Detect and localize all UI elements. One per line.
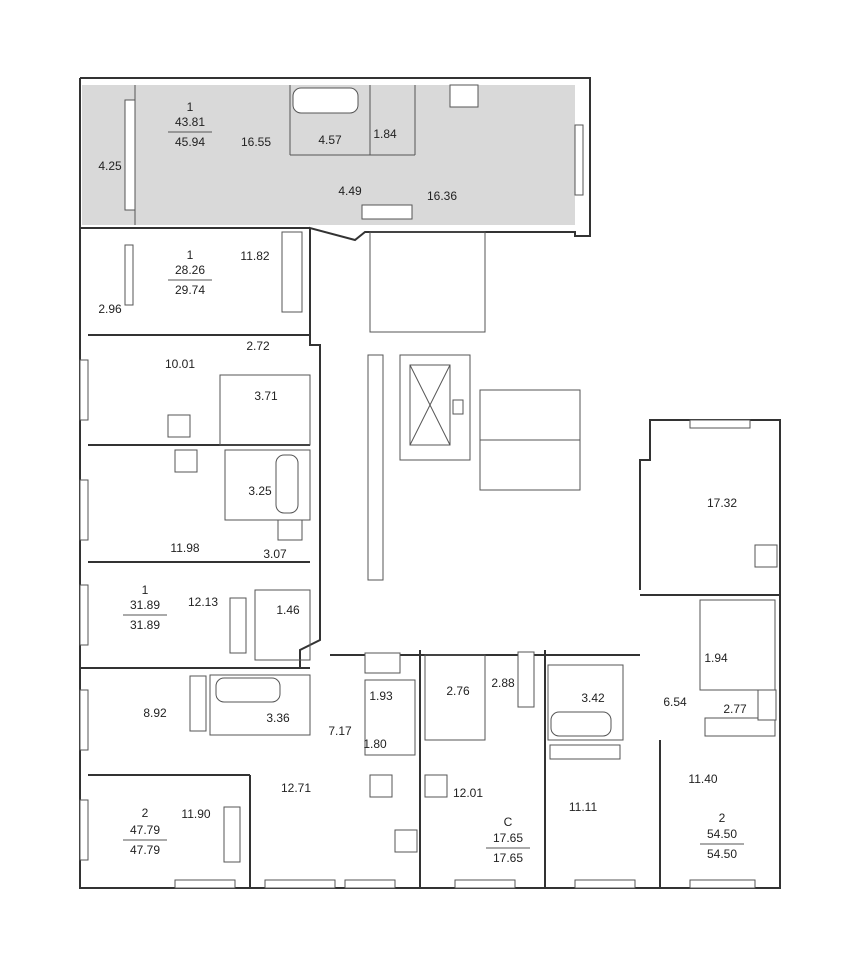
bathroom-wall [224, 449, 311, 521]
bathroom-wall [209, 674, 311, 736]
apartment-area-total: 47.79 [130, 843, 160, 857]
room-area-label: 11.40 [688, 772, 717, 786]
apartment-area-living: 47.79 [130, 823, 160, 837]
room-area-label: 17.32 [707, 496, 737, 510]
apartment-area-living: 17.65 [493, 831, 523, 845]
apartment-area-living: 54.50 [707, 827, 737, 841]
room-area-label: 1.46 [276, 603, 300, 617]
room-area-labels: 4.25 16.55 4.57 1.84 4.49 16.36 11.82 2.… [98, 127, 747, 821]
apartment-rooms: С [504, 815, 513, 829]
radiator-icon [189, 204, 777, 863]
apartment-rooms: 2 [142, 806, 149, 820]
room-area-label: 8.92 [143, 706, 167, 720]
apartment-label-1: 1 43.81 45.94 [168, 100, 212, 149]
room-area-label: 3.25 [248, 484, 272, 498]
bathroom-wall [219, 374, 311, 446]
bathroom-wall [547, 664, 624, 741]
room-area-label: 12.71 [281, 781, 311, 795]
room-area-label: 1.94 [704, 651, 728, 665]
room-area-label: 2.76 [446, 684, 470, 698]
bathroom-wall [364, 679, 416, 756]
apartment-area-total: 31.89 [130, 618, 160, 632]
apartment-rooms: 1 [187, 248, 194, 262]
room-area-label: 7.17 [328, 724, 352, 738]
room-area-label: 10.01 [165, 357, 195, 371]
room-area-label: 3.07 [263, 547, 287, 561]
bathroom-wall [424, 654, 486, 741]
room-area-label: 16.36 [427, 189, 457, 203]
room-area-label: 2.72 [246, 339, 270, 353]
apartment-area-total: 17.65 [493, 851, 523, 865]
elevator-cabin [409, 364, 451, 446]
room-area-label: 16.55 [241, 135, 271, 149]
room-area-label: 1.93 [369, 689, 393, 703]
apartment-area-living: 31.89 [130, 598, 160, 612]
room-area-label: 11.98 [170, 541, 199, 555]
apartment-area-total: 29.74 [175, 283, 205, 297]
apartment-label-6: 2 54.50 54.50 [700, 811, 744, 861]
room-area-label: 3.71 [254, 389, 278, 403]
room-area-label: 4.57 [318, 133, 342, 147]
apartment-area-living: 43.81 [175, 115, 205, 129]
apartment-rooms: 2 [719, 811, 726, 825]
apartment-label-4: 2 47.79 47.79 [123, 806, 167, 857]
room-area-label: 2.96 [98, 302, 122, 316]
apartment-rooms: 1 [142, 583, 149, 597]
room-area-label: 12.13 [188, 595, 218, 609]
apartment-label-5: С 17.65 17.65 [486, 815, 530, 865]
apartment-label-2: 1 28.26 29.74 [168, 248, 212, 297]
room-area-label: 1.84 [373, 127, 397, 141]
room-area-label: 12.01 [453, 786, 483, 800]
room-area-label: 1.80 [363, 737, 387, 751]
shaft [369, 231, 486, 333]
apartment-area-living: 28.26 [175, 263, 205, 277]
room-area-label: 3.36 [266, 711, 290, 725]
corridor-column [367, 354, 384, 581]
room-area-label: 3.42 [581, 691, 605, 705]
room-area-label: 11.82 [240, 249, 269, 263]
elevator-button [452, 399, 464, 415]
bathtub-icon [215, 87, 612, 737]
kitchen-stove-icon [167, 84, 778, 853]
room-area-label: 4.49 [338, 184, 362, 198]
apartment-label-3: 1 31.89 31.89 [123, 583, 167, 632]
bathroom-wall [699, 599, 776, 691]
apartment-area-total: 54.50 [707, 847, 737, 861]
room-area-label: 11.11 [569, 800, 598, 814]
window-icon [79, 99, 756, 889]
apartment-area-total: 45.94 [175, 135, 205, 149]
room-area-label: 4.25 [98, 159, 122, 173]
apartment-rooms: 1 [187, 100, 194, 114]
elevator-shaft [399, 354, 471, 461]
room-area-label: 6.54 [663, 695, 687, 709]
elevator-cross [409, 364, 451, 446]
room-area-label: 11.90 [181, 807, 210, 821]
room-area-label: 2.77 [723, 702, 747, 716]
room-area-label: 2.88 [491, 676, 515, 690]
bathroom-wall [254, 589, 311, 661]
